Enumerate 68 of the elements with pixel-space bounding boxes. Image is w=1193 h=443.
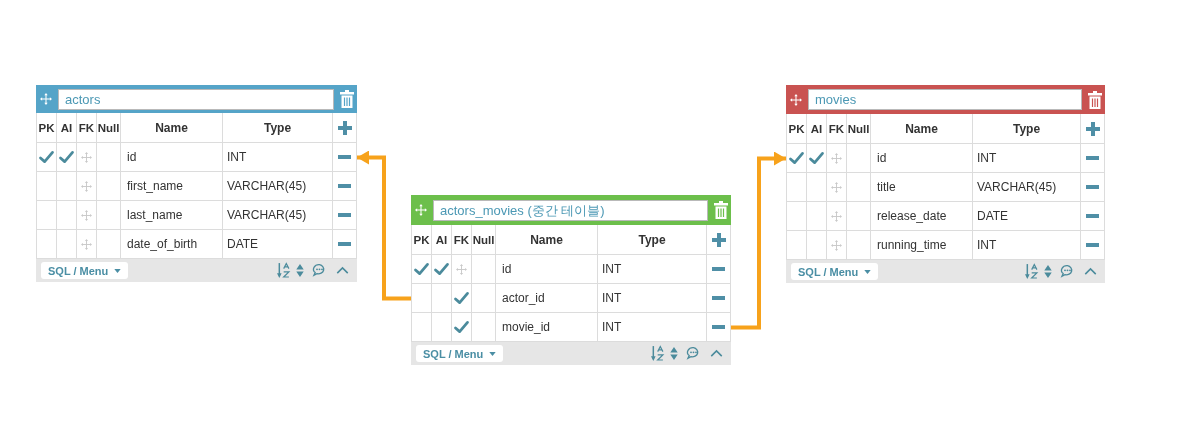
column-header: PK — [788, 122, 805, 135]
header-row — [786, 114, 1105, 144]
field-name: date_of_birth — [127, 237, 198, 251]
field-row — [411, 313, 731, 342]
table-card — [411, 195, 731, 365]
column-header: Null — [472, 233, 495, 246]
field-name: first_name — [127, 179, 184, 193]
field-type: DATE — [227, 237, 259, 251]
table-name-field: actors_movies (중간 테이블) — [433, 199, 708, 221]
column-header: Name — [905, 121, 938, 136]
column-header: Type — [1012, 121, 1041, 136]
sql-menu-button: SQL / Menu — [416, 345, 504, 362]
field-type: INT — [977, 151, 997, 165]
field-name: actor_id — [502, 291, 545, 305]
field-type: INT — [227, 150, 247, 164]
field-type: INT — [602, 262, 622, 276]
column-header: AI — [435, 233, 448, 246]
field-row — [786, 231, 1105, 260]
table-footer — [786, 260, 1105, 283]
table-footer — [411, 342, 731, 365]
sql-menu-button: SQL / Menu — [41, 262, 129, 279]
field-row — [411, 255, 731, 284]
field-row — [786, 202, 1105, 231]
field-name: id — [502, 262, 512, 276]
table-footer — [36, 259, 357, 282]
field-type: INT — [602, 291, 622, 305]
field-type: INT — [977, 238, 997, 252]
column-header: FK — [78, 121, 95, 134]
column-header: Type — [263, 120, 292, 135]
header-row — [36, 113, 357, 143]
field-name: release_date — [877, 209, 947, 223]
column-header: PK — [413, 233, 430, 246]
field-row — [36, 201, 357, 230]
column-header: Null — [847, 122, 870, 135]
column-header: FK — [453, 233, 470, 246]
column-header: Type — [638, 232, 666, 247]
field-name: id — [877, 151, 887, 165]
field-row — [36, 143, 357, 172]
column-header: Name — [530, 232, 563, 247]
field-row — [786, 144, 1105, 173]
connector-arrow — [357, 150, 411, 301]
column-header: Null — [97, 121, 120, 134]
field-type: INT — [602, 320, 622, 334]
field-type: DATE — [977, 209, 1009, 223]
field-name: running_time — [877, 238, 947, 252]
column-header: AI — [810, 122, 823, 135]
field-name: movie_id — [502, 320, 551, 334]
column-header: AI — [60, 121, 73, 134]
field-row — [36, 230, 357, 259]
table-card — [786, 85, 1105, 283]
field-row — [786, 173, 1105, 202]
header-row — [411, 225, 731, 255]
sql-menu-button: SQL / Menu — [791, 263, 879, 280]
column-header: FK — [828, 122, 845, 135]
field-type: VARCHAR(45) — [227, 179, 307, 193]
column-header: Name — [155, 120, 188, 135]
table-name-field: movies — [808, 89, 1082, 110]
field-name: title — [877, 180, 896, 194]
connector-arrow — [731, 151, 786, 330]
field-type: VARCHAR(45) — [977, 180, 1057, 194]
field-name: last_name — [127, 208, 183, 222]
field-row — [411, 284, 731, 313]
field-row — [36, 172, 357, 201]
column-header: PK — [38, 121, 55, 134]
field-type: VARCHAR(45) — [227, 208, 307, 222]
table-card — [36, 85, 357, 282]
field-name: id — [127, 150, 137, 164]
table-name-field: actors — [58, 88, 334, 110]
